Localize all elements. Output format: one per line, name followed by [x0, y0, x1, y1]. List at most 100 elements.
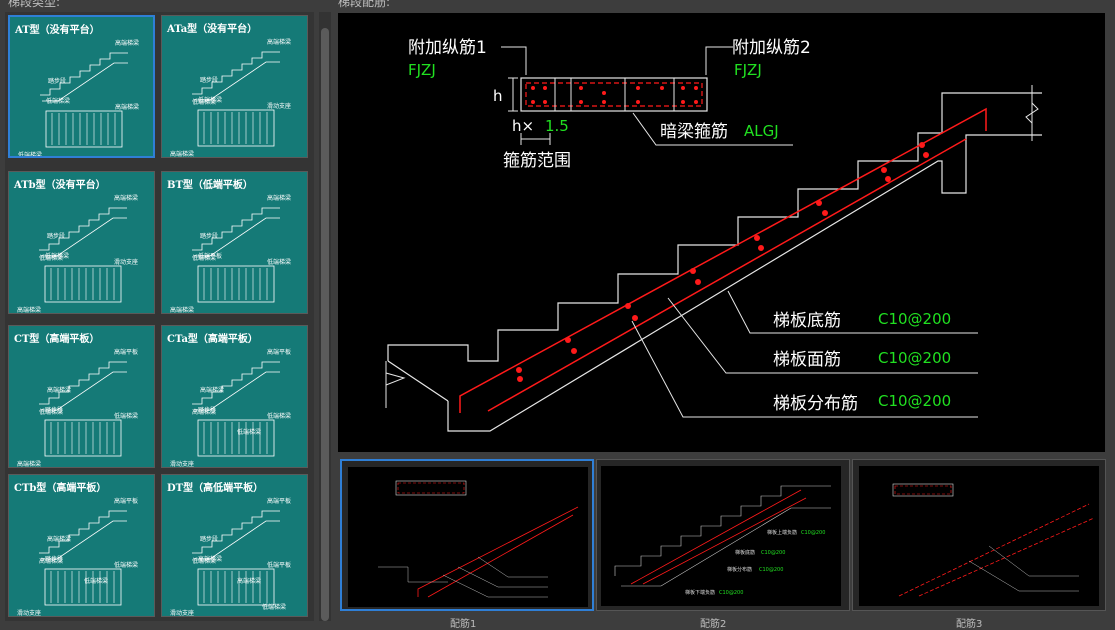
reinforce-option-2[interactable]: 梯板上端负筋 C10@200 梯板底筋 C10@200 梯板分布筋 C10@20… [596, 459, 850, 611]
stair-part-label: 低端梯梁 [237, 428, 261, 436]
stair-part-label: 踏步段 [47, 232, 65, 240]
stair-part-label: 低端梯梁 [114, 412, 138, 420]
stair-part-label: 高端梯梁 [170, 306, 194, 314]
stair-part-label: 高端梯梁 [200, 386, 224, 394]
stair-part-label: 低端梯梁 [192, 254, 216, 262]
stair-part-label: 高端梯梁 [170, 150, 194, 158]
scrollbar-thumb[interactable] [321, 28, 329, 621]
stair-part-label: 低端梯梁 [84, 577, 108, 585]
stair-part-label: 高端梯梁 [39, 557, 63, 565]
stair-part-label: 低端梯梁 [39, 408, 63, 416]
stair-part-label: 高端平板 [114, 497, 138, 505]
top-bar-label: 梯板面筋 [773, 350, 841, 370]
stair-part-label: 低端梯梁 [192, 557, 216, 565]
b2-dist-spec: C10@200 [759, 567, 783, 573]
stair-part-label: 低端梯梁 [198, 96, 222, 104]
dist-bar-spec: C10@200 [878, 392, 951, 410]
stair-part-label: 高端梯梁 [192, 408, 216, 416]
top-bar-spec: C10@200 [878, 349, 951, 367]
stirrup-range-label: 箍筋范围 [503, 151, 571, 171]
stair-part-label: 踏步段 [200, 76, 218, 84]
stair-part-label: 高端梯梁 [267, 194, 291, 202]
stair-part-label: 高端梯梁 [237, 577, 261, 585]
hidden-beam-label: 暗梁箍筋 [660, 122, 728, 142]
stair-type-title: ATb型（没有平台） [14, 180, 106, 191]
stair-part-label: 高端梯梁 [47, 535, 71, 543]
stair-part-label: 高端平板 [114, 348, 138, 356]
b2-lower: 梯板下端负筋 [685, 589, 715, 596]
section-box [520, 77, 708, 112]
fj2-label: 附加纵筋2 [732, 38, 811, 58]
reinforce-option-1-label: 配筋1 [450, 619, 477, 630]
reinforcement-drawing: h 附加纵筋1 FJZJ 附加纵筋2 FJZJ h× 1.5 箍筋范围 暗梁箍筋… [385, 38, 1042, 432]
stair-part-label: 踏步段 [48, 77, 66, 85]
b2-dist: 梯板分布筋 [727, 566, 752, 573]
bottom-bar-spec: C10@200 [878, 310, 951, 328]
stair-part-label: 高端梯梁 [114, 194, 138, 202]
reinforce-option-2-drawing: 梯板上端负筋 C10@200 梯板底筋 C10@200 梯板分布筋 C10@20… [614, 485, 831, 596]
stair-part-label: 高端梯梁 [267, 38, 291, 46]
b2-lower-spec: C10@200 [719, 590, 743, 596]
stair-part-label: 低端梯梁 [114, 561, 138, 569]
stair-type-title: AT型（没有平台） [15, 25, 100, 36]
stair-part-label: 滑动支座 [170, 609, 194, 617]
rebar-top [487, 138, 967, 412]
stair-part-label: 低端梯梁 [46, 97, 70, 105]
stair-part-label: 滑动支座 [17, 609, 41, 617]
rebar-dots [516, 142, 929, 382]
stair-type-title: CTa型（高端平板） [167, 334, 258, 345]
stair-part-label: 低端梯梁 [18, 151, 42, 158]
stair-part-label: 踏步段 [200, 535, 218, 543]
stair-part-label: 低端梯梁 [192, 98, 216, 106]
b2-upper-spec: C10@200 [801, 530, 825, 536]
stair-part-label: 高端梯梁 [47, 386, 71, 394]
h-factor: 1.5 [545, 117, 569, 135]
stair-part-label: 踏步段 [45, 555, 63, 563]
stair-part-label: 低端梯梁 [45, 252, 69, 260]
stair-part-label: 高端平板 [267, 348, 291, 356]
fj1-code: FJZJ [408, 61, 436, 79]
reinforce-option-3[interactable] [852, 459, 1106, 611]
stair-part-label: 高端梯梁 [198, 555, 222, 563]
b2-upper: 梯板上端负筋 [767, 529, 797, 536]
stair-type-title: ATa型（没有平台） [167, 24, 258, 35]
reinforcement-header: 梯段配筋: [338, 0, 391, 9]
bottom-bar-label: 梯板底筋 [773, 311, 841, 331]
reinforcement-preview: h 附加纵筋1 FJZJ 附加纵筋2 FJZJ h× 1.5 箍筋范围 暗梁箍筋… [338, 13, 1105, 452]
reinforce-option-2-label: 配筋2 [700, 619, 727, 630]
stair-part-label: 踏步段 [200, 232, 218, 240]
reinforce-option-3-label: 配筋3 [956, 619, 983, 630]
reinforce-option-1[interactable] [340, 459, 594, 611]
stair-type-title: DT型（高低端平板） [167, 483, 264, 494]
stair-part-label: 低端平板 [267, 561, 291, 569]
stair-type-scrollbar[interactable] [319, 12, 331, 621]
dist-bar-label: 梯板分布筋 [773, 394, 858, 414]
h-mult-label: h× [512, 117, 534, 135]
stair-part-label: 滑动支座 [114, 258, 138, 266]
stair-part-label: 低端梯梁 [267, 258, 291, 266]
stair-part-label: 低端平板 [198, 252, 222, 260]
rebar-bottom [459, 107, 987, 413]
stair-part-label: 滑动支座 [170, 460, 194, 468]
hidden-beam-code: ALGJ [744, 122, 779, 140]
stair-part-label: 高端平板 [267, 497, 291, 505]
reinforce-option-3-drawing [892, 483, 1095, 597]
h-label: h [493, 87, 503, 105]
stair-outline-lower [447, 134, 1042, 432]
stair-part-label: 滑动支座 [267, 102, 291, 110]
